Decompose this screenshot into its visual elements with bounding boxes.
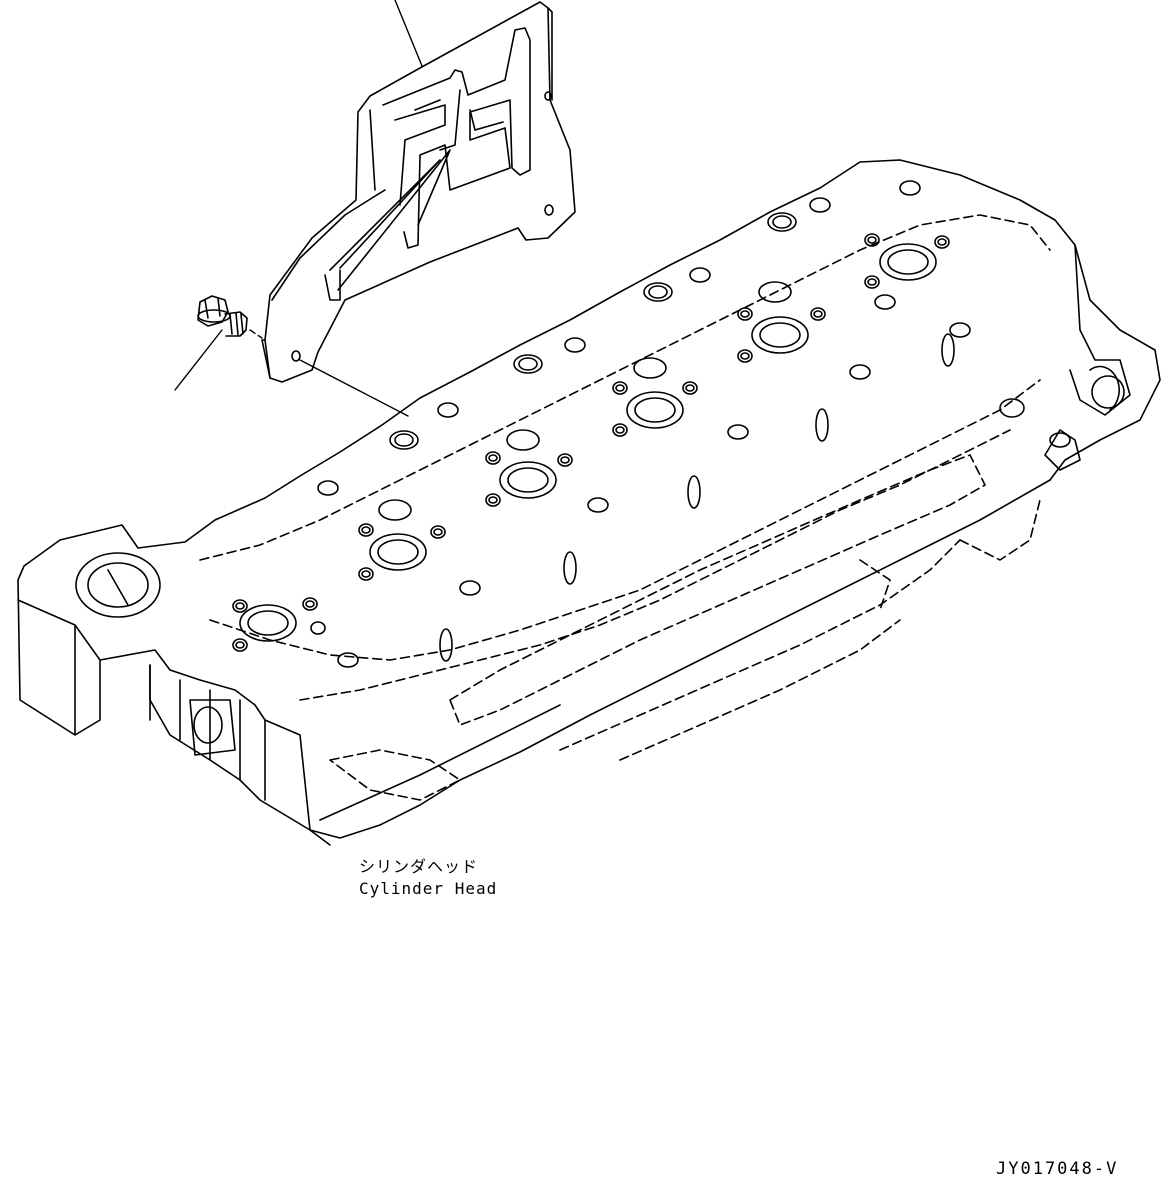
flange-bolt xyxy=(197,295,248,337)
cylinder-head-top-outline xyxy=(17,159,1161,581)
cylinder-head-hidden-lines xyxy=(199,214,1051,801)
head-bolt-bosses xyxy=(317,180,1071,668)
drawing-code: JY017048-V xyxy=(996,1159,1119,1179)
bracket-outline xyxy=(264,1,576,383)
leader-line-bolt xyxy=(174,329,223,391)
cylinder-head-right-side xyxy=(309,479,1051,839)
part-label-japanese: シリンダヘッド xyxy=(359,857,479,876)
leader-line-hole-to-head xyxy=(299,359,409,417)
valve-clusters xyxy=(232,233,950,652)
cylinder-head-left-end xyxy=(17,579,311,831)
part-label-english: Cylinder Head xyxy=(359,879,498,898)
leader-line-bracket xyxy=(394,0,423,67)
leader-lines xyxy=(174,0,423,417)
cylinder-head xyxy=(17,159,1161,846)
lifting-bracket xyxy=(261,1,576,383)
